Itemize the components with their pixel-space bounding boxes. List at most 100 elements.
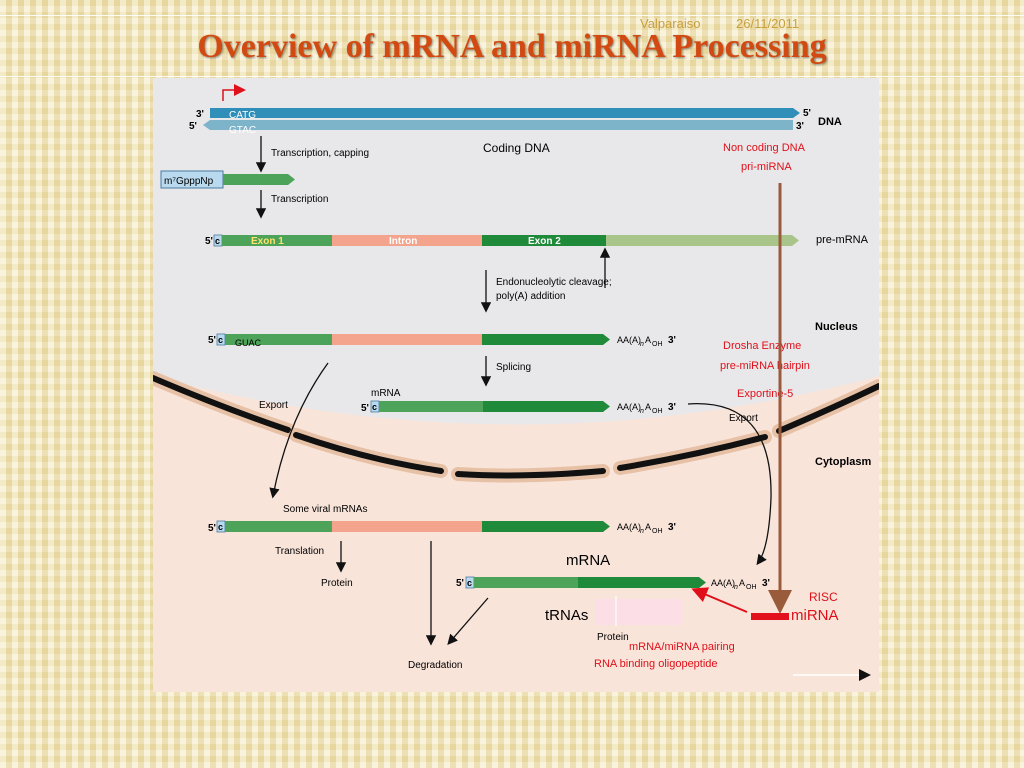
polya-3-tail: AA(A) xyxy=(617,522,641,532)
polya-3-n: n xyxy=(640,528,644,535)
polya-2-a: A xyxy=(645,402,651,412)
protein-1-label: Protein xyxy=(321,578,353,589)
pairing-label: mRNA/miRNA pairing xyxy=(629,641,735,653)
processing-diagram: 3' 5' 5' 3' DNA CATG GTAC Coding DNA Non… xyxy=(153,78,879,692)
polya-tail-1: AA(A) n A OH 3' xyxy=(617,335,676,348)
nuclear-mrna-five-prime: 5' xyxy=(361,403,369,414)
premrna-label: pre-mRNA xyxy=(816,234,869,246)
polya-2-n: n xyxy=(640,408,644,415)
header-location: Valparaiso xyxy=(640,16,701,31)
polya-1-three: 3' xyxy=(668,335,676,346)
cyto-mrna-five-prime: 5' xyxy=(456,578,464,589)
cleaved-exon2 xyxy=(482,334,610,345)
dna-label: DNA xyxy=(818,116,842,128)
slide-title: Overview of mRNA and miRNA Processing xyxy=(197,28,827,65)
nuclear-mrna-exon2 xyxy=(483,401,610,412)
polya-1-n: n xyxy=(640,341,644,348)
polya-3-a: A xyxy=(645,522,651,532)
header-date: 26/11/2011 xyxy=(736,16,800,31)
dna-duplex xyxy=(203,84,800,130)
header-rule-bottom xyxy=(0,76,1024,77)
protein-2-label: Protein xyxy=(597,632,629,643)
degradation-arrow-2 xyxy=(447,597,489,645)
polya-tail-3: AA(A) n A OH 3' xyxy=(617,522,676,535)
intron-label: Intron xyxy=(389,236,417,247)
dna-seq-top: CATG xyxy=(229,110,256,121)
transcription-label: Transcription xyxy=(271,194,328,205)
trna-highlight xyxy=(595,599,681,625)
polya-1-a: A xyxy=(645,335,651,345)
mirna-bar xyxy=(751,613,789,620)
viral-exon1 xyxy=(225,521,332,532)
viral-exon2 xyxy=(482,521,610,532)
trnas-label: tRNAs xyxy=(545,607,588,624)
cleaved-cap-letter: c xyxy=(218,335,223,345)
polya-4-n: n xyxy=(734,584,738,591)
mrna-export-arrow xyxy=(687,403,772,566)
nuclear-mrna-label: mRNA xyxy=(371,388,401,399)
nuclear-mrna-cap-letter: c xyxy=(372,402,377,412)
cleaved-exon1 xyxy=(225,334,332,345)
hairpin-label: pre-miRNA hairpin xyxy=(720,360,810,372)
premrna-exon1 xyxy=(222,235,332,246)
degradation-label: Degradation xyxy=(408,660,462,671)
cytoplasmic-mrna-label: mRNA xyxy=(566,552,610,569)
polya-4-three: 3' xyxy=(762,578,770,589)
polya-4-a: A xyxy=(739,578,745,588)
polya-3-oh: OH xyxy=(652,528,663,535)
premrna-utr xyxy=(606,235,799,246)
cyto-mrna-cap-letter: c xyxy=(467,578,472,588)
noncoding-dna-label: Non coding DNA xyxy=(723,142,806,154)
viral-intron xyxy=(332,521,482,532)
premrna-exon2 xyxy=(482,235,606,246)
nuclear-mrna-exon1 xyxy=(379,401,483,412)
pri-mirna-label: pri-miRNA xyxy=(741,161,792,173)
viral-mrna-label: Some viral mRNAs xyxy=(283,504,367,515)
mirna-pairing-arrow xyxy=(691,587,748,613)
dna-top-left-end: 3' xyxy=(196,109,204,120)
nuclear-envelope xyxy=(153,371,879,483)
polya-2-tail: AA(A) xyxy=(617,402,641,412)
premrna-intron xyxy=(332,235,482,246)
exon2-label: Exon 2 xyxy=(528,236,561,247)
coding-dna-label: Coding DNA xyxy=(483,141,550,155)
header-rule-top xyxy=(0,15,1024,16)
binding-label: RNA binding oligopeptide xyxy=(594,658,718,670)
guac-label: GUAC xyxy=(235,338,262,348)
cleaved-intron xyxy=(332,334,482,345)
export-left-label: Export xyxy=(259,400,288,411)
cleavage-label-2: poly(A) addition xyxy=(496,291,565,302)
exon1-label: Exon 1 xyxy=(251,236,284,247)
nascent-transcript xyxy=(223,174,295,185)
polya-2-three: 3' xyxy=(668,402,676,413)
splicing-label: Splicing xyxy=(496,362,531,373)
polya-1-tail: AA(A) xyxy=(617,335,641,345)
exportin-label: Exportine-5 xyxy=(737,388,793,400)
export-right-label: Export xyxy=(729,413,758,424)
cyto-mrna-exon2 xyxy=(578,577,706,588)
dna-bottom-right-end: 3' xyxy=(796,121,804,132)
cap-label: m⁷GpppNp xyxy=(164,176,214,187)
polya-2-oh: OH xyxy=(652,408,663,415)
viral-five-prime: 5' xyxy=(208,523,216,534)
dna-seq-bottom: GTAC xyxy=(229,125,256,136)
polya-4-oh: OH xyxy=(746,584,757,591)
polya-3-three: 3' xyxy=(668,522,676,533)
polya-tail-2: AA(A) n A OH 3' xyxy=(617,402,676,415)
cleaved-five-prime: 5' xyxy=(208,335,216,346)
mirna-label: miRNA xyxy=(791,607,839,624)
promoter-arrow-icon xyxy=(222,84,246,101)
polya-tail-4: AA(A) n A OH 3' xyxy=(711,578,770,591)
premrna-five-prime: 5' xyxy=(205,236,213,247)
cyto-mrna-exon1 xyxy=(474,577,578,588)
transcription-capping-label: Transcription, capping xyxy=(271,148,369,159)
polya-4-tail: AA(A) xyxy=(711,578,735,588)
cytoplasm-label: Cytoplasm xyxy=(815,456,871,468)
viral-cap-letter: c xyxy=(218,522,223,532)
nucleus-label: Nucleus xyxy=(815,321,858,333)
premrna-cap-letter: c xyxy=(215,236,220,246)
polya-1-oh: OH xyxy=(652,341,663,348)
viral-export-arrow xyxy=(269,362,329,499)
dna-top-right-end: 5' xyxy=(803,108,811,119)
drosha-label: Drosha Enzyme xyxy=(723,340,801,352)
